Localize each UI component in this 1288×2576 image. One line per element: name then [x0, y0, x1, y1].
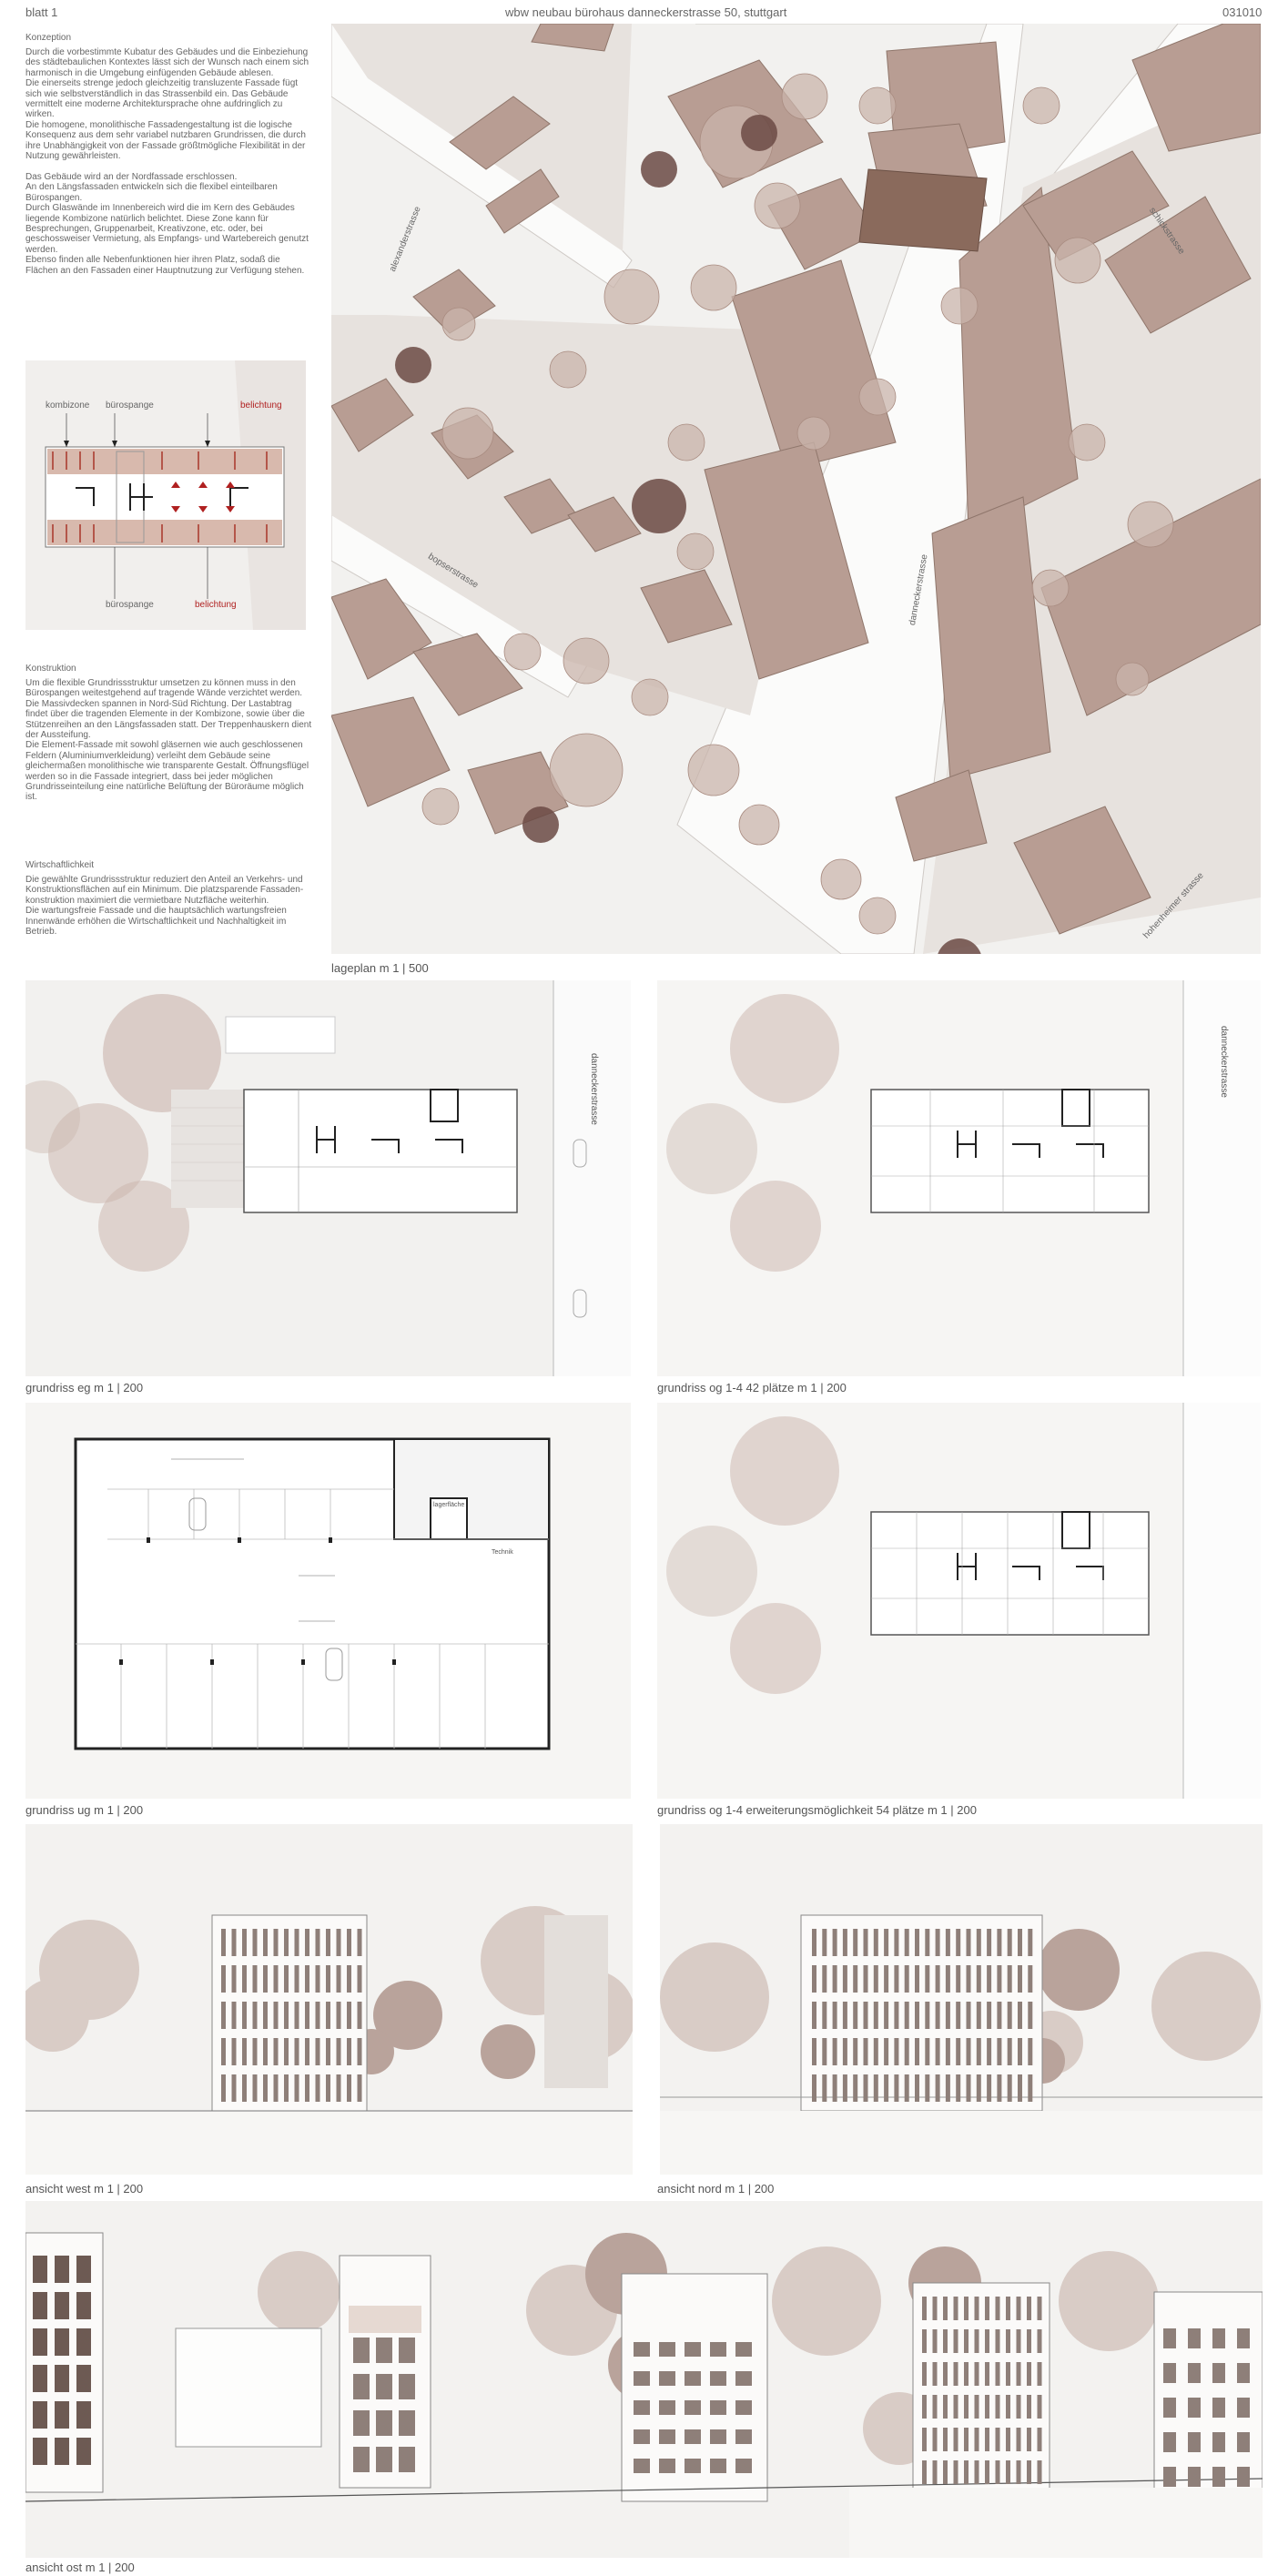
- facade-windows: [221, 1929, 362, 2102]
- konzeption-body: Durch die vorbestimmte Kubatur des Gebäu…: [25, 47, 309, 276]
- plan-og-drawing: danneckerstrasse: [666, 980, 1261, 1376]
- plan-og-caption: grundriss og 1-4 42 plätze m 1 | 200: [657, 1381, 847, 1394]
- diagram-label-buerospange-bottom: bürospange: [106, 600, 154, 610]
- diagram-label-belichtung-bottom: belichtung: [195, 600, 237, 610]
- facade-windows: [922, 2297, 1042, 2484]
- plan-ug: lagerfläche Technik: [25, 1403, 631, 1799]
- plan-og-erweiterung: [657, 1403, 1261, 1799]
- plan-ug-drawing: [74, 1437, 551, 1750]
- svg-text:danneckerstrasse: danneckerstrasse: [589, 1053, 599, 1125]
- diagram-label-kombizone: kombizone: [46, 401, 90, 411]
- facade-windows: [812, 1929, 1033, 2102]
- plan-eg-caption: grundriss eg m 1 | 200: [25, 1381, 144, 1394]
- elevation-nord-caption: ansicht nord m 1 | 200: [657, 2182, 775, 2196]
- plan-eg-drawing: danneckerstrasse: [25, 980, 631, 1376]
- konzeption-heading: Konzeption: [25, 33, 72, 43]
- elevation-west-caption: ansicht west m 1 | 200: [25, 2182, 144, 2196]
- wirtschaftlichkeit-body: Die gewählte Grundrissstruktur reduziert…: [25, 875, 304, 938]
- facade-windows: [634, 2342, 752, 2473]
- sheet-number: 031010: [1222, 5, 1263, 19]
- ug-room-lagerflaeche: lagerfläche: [433, 1502, 465, 1508]
- sheet-title: wbw neubau bürohaus danneckerstrasse 50,…: [505, 5, 787, 19]
- site-plan: alexanderstrasse schickstrasse bopserstr…: [331, 24, 1261, 954]
- plan-ug-caption: grundriss ug m 1 | 200: [25, 1803, 144, 1817]
- elevation-ost-drawing: [25, 2201, 1263, 2558]
- konstruktion-body: Um die flexible Grundrissstruktur umsetz…: [25, 678, 312, 803]
- diagram-label-belichtung-top: belichtung: [240, 401, 282, 411]
- site-plan-drawing: [331, 24, 1261, 954]
- konstruktion-heading: Konstruktion: [25, 664, 76, 674]
- concept-diagram-drawing: [45, 360, 306, 630]
- plan-og-erweiterung-caption: grundriss og 1-4 erweiterungsmöglichkeit…: [657, 1803, 977, 1817]
- elevation-west-drawing: [25, 1824, 633, 2175]
- svg-text:danneckerstrasse: danneckerstrasse: [1219, 1026, 1229, 1098]
- wirtschaftlichkeit-heading: Wirtschaftlichkeit: [25, 860, 95, 870]
- facade-windows: [353, 2338, 415, 2472]
- elevation-nord: [660, 1824, 1263, 2175]
- elevation-west: [25, 1824, 633, 2175]
- plan-eg: danneckerstrasse: [25, 980, 631, 1376]
- site-plan-caption: lageplan m 1 | 500: [331, 961, 429, 975]
- plan-og: danneckerstrasse: [657, 980, 1261, 1376]
- facade-windows: [1163, 2328, 1250, 2487]
- elevation-ost-caption: ansicht ost m 1 | 200: [25, 2561, 135, 2574]
- facade-windows: [33, 2256, 91, 2465]
- concept-diagram: kombizone bürospange belichtung bürospan…: [25, 360, 306, 630]
- ug-room-technik: Technik: [492, 1549, 513, 1556]
- elevation-ost: [25, 2201, 1263, 2558]
- diagram-label-buerospange-top: bürospange: [106, 401, 154, 411]
- elevation-nord-drawing: [660, 1824, 1263, 2175]
- sheet-label: blatt 1: [25, 5, 58, 19]
- plan-og-erweiterung-drawing: [666, 1403, 1261, 1799]
